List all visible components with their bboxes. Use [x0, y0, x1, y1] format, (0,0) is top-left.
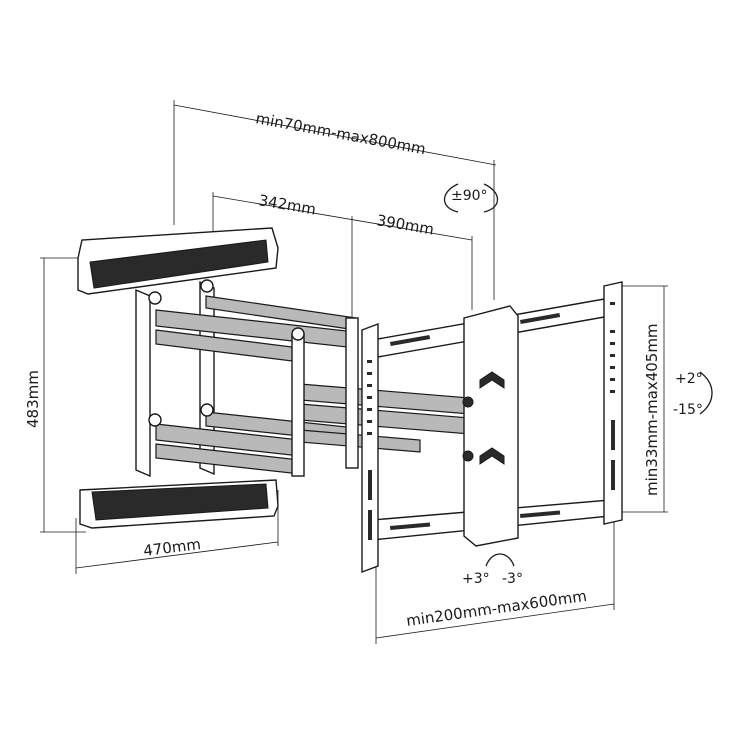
- swivel-angle-label: ±90°: [451, 188, 488, 204]
- vesa-left-upright: [361, 322, 379, 574]
- vesa-horizontal-label: min200mm-max600mm: [405, 587, 588, 630]
- hinge-cap-top-left: [148, 291, 162, 305]
- rotate-plus-label: +3°: [462, 571, 490, 587]
- wall-plate-height-label: 483mm: [24, 370, 42, 428]
- spine-hook-lower: [479, 447, 505, 465]
- vesa-right-upright: [603, 281, 623, 525]
- hinge-cap-elbow: [291, 327, 305, 341]
- tilt-knob-lower: [462, 450, 474, 462]
- vesa-horizontal-line: [375, 603, 615, 639]
- elbow-hinge-post: [291, 333, 305, 477]
- hinge-cap-mid-right: [200, 403, 214, 417]
- center-hinge-post: [345, 317, 359, 469]
- tv-bracket: [361, 281, 623, 574]
- swivel-arrow-left: [443, 183, 459, 213]
- second-arm-bottom: [299, 429, 421, 453]
- arm-segment-dimension-line: [212, 195, 473, 241]
- center-spine: [463, 305, 519, 547]
- wall-plate-bottom-cap-face: [91, 483, 269, 521]
- rotation-indicators: [443, 183, 713, 567]
- tilt-down-label: -15°: [673, 402, 703, 418]
- wall-plate-left-post: [135, 288, 151, 478]
- tilt-knob-upper: [462, 396, 474, 408]
- swivel-arrow-right: [483, 183, 499, 213]
- hinge-cap-top-right: [200, 279, 214, 293]
- extension-label: min70mm-max800mm: [254, 109, 427, 158]
- rail-slots: [389, 313, 561, 530]
- wall-plate: [77, 227, 279, 529]
- hinge-cap-mid-left: [148, 413, 162, 427]
- vesa-vertical-label: min33mm-max405mm: [643, 323, 661, 496]
- extension-dimension-line: [173, 104, 497, 166]
- arm-segment-1-label: 342mm: [257, 191, 317, 218]
- tilt-up-label: +2°: [675, 371, 703, 387]
- rotate-arrow: [485, 553, 515, 567]
- articulating-arms: [148, 279, 471, 477]
- wall-plate-top-cap-face: [89, 239, 269, 289]
- arm-segment-2-label: 390mm: [375, 211, 435, 238]
- wall-plate-width-label: 470mm: [142, 535, 202, 560]
- dimension-lines: [40, 100, 668, 644]
- right-upright-holes: [610, 302, 615, 490]
- spine-hook-upper: [479, 371, 505, 389]
- left-upright-holes: [367, 360, 372, 540]
- wall-plate-width-line: [75, 541, 279, 569]
- tilt-arrow: [699, 371, 713, 415]
- rotate-minus-label: -3°: [502, 571, 523, 587]
